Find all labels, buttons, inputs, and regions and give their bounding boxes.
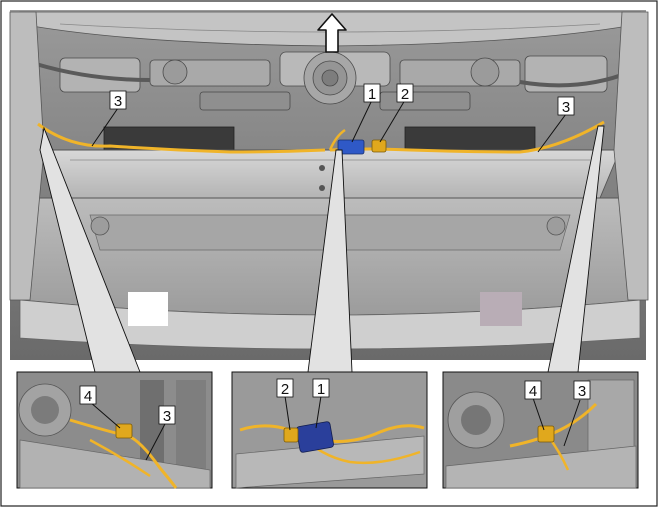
harness-left-run xyxy=(37,122,326,154)
inset-right-callout-3: 3 xyxy=(573,380,591,400)
mounting-hole xyxy=(319,165,325,171)
svg-text:2: 2 xyxy=(281,381,289,398)
inset-left-callout-4: 4 xyxy=(79,385,97,405)
inset-center-leader-2 xyxy=(284,395,291,431)
blank-patch-right xyxy=(480,292,522,326)
inset-left-panel xyxy=(19,439,211,489)
inset-left-leader-3 xyxy=(145,421,167,461)
svg-text:4: 4 xyxy=(84,388,92,405)
inset-right-component-4 xyxy=(537,425,555,443)
inset-center-component-1 xyxy=(296,421,334,453)
right-bracket-boss xyxy=(546,216,566,236)
inset-center-harness xyxy=(239,424,425,443)
inset-left-harness-branch xyxy=(89,438,151,478)
svg-text:3: 3 xyxy=(562,99,570,116)
up-arrow-icon xyxy=(317,13,347,53)
inset-center-component-2 xyxy=(283,427,299,443)
inset-left-harness xyxy=(69,418,178,489)
blank-patch-left xyxy=(128,292,168,326)
inset-right-pulley-hub xyxy=(461,405,491,435)
main-callout-3-right: 3 xyxy=(557,96,575,116)
main-component-1-connector xyxy=(337,139,365,155)
zoom-wedges xyxy=(39,125,605,373)
inset-center-callout-2: 2 xyxy=(276,378,294,398)
left-fender xyxy=(9,11,45,301)
main-component-2-connector xyxy=(371,139,387,153)
main-callout-1: 1 xyxy=(363,83,381,103)
main-callout-2: 2 xyxy=(396,83,414,103)
inset-left-pulley-hub xyxy=(31,396,59,424)
svg-text:1: 1 xyxy=(317,381,325,398)
inset-right: 4 3 xyxy=(442,371,639,489)
inset-right-harness xyxy=(509,402,598,448)
mounting-hole xyxy=(319,185,325,191)
harness-branch xyxy=(328,128,346,151)
inset-center-callout-1: 1 xyxy=(312,378,330,398)
inset-center: 2 1 xyxy=(231,371,428,489)
svg-text:3: 3 xyxy=(114,93,122,110)
inset-left-callout-3: 3 xyxy=(158,405,176,425)
inset-center-beam xyxy=(235,435,425,489)
inset-right-leader-3 xyxy=(563,399,581,447)
inset-right-callout-4: 4 xyxy=(524,380,542,400)
inset-right-leader-4 xyxy=(532,397,545,431)
inset-left: 4 3 xyxy=(16,371,213,489)
right-air-opening xyxy=(404,126,536,152)
svg-text:4: 4 xyxy=(529,383,537,400)
main-leader-lines xyxy=(91,99,567,153)
svg-text:2: 2 xyxy=(401,86,409,103)
inset-center-leader-1 xyxy=(315,395,322,429)
right-fender xyxy=(613,11,649,301)
svg-text:3: 3 xyxy=(578,383,586,400)
engine-components xyxy=(35,51,631,111)
svg-text:3: 3 xyxy=(163,408,171,425)
left-bracket-boss xyxy=(90,216,110,236)
main-callout-3-left: 3 xyxy=(109,90,127,110)
svg-text:1: 1 xyxy=(368,86,376,103)
front-cross-member xyxy=(39,149,621,199)
inset-left-leader-4 xyxy=(89,401,121,429)
inset-right-panel xyxy=(445,445,637,489)
